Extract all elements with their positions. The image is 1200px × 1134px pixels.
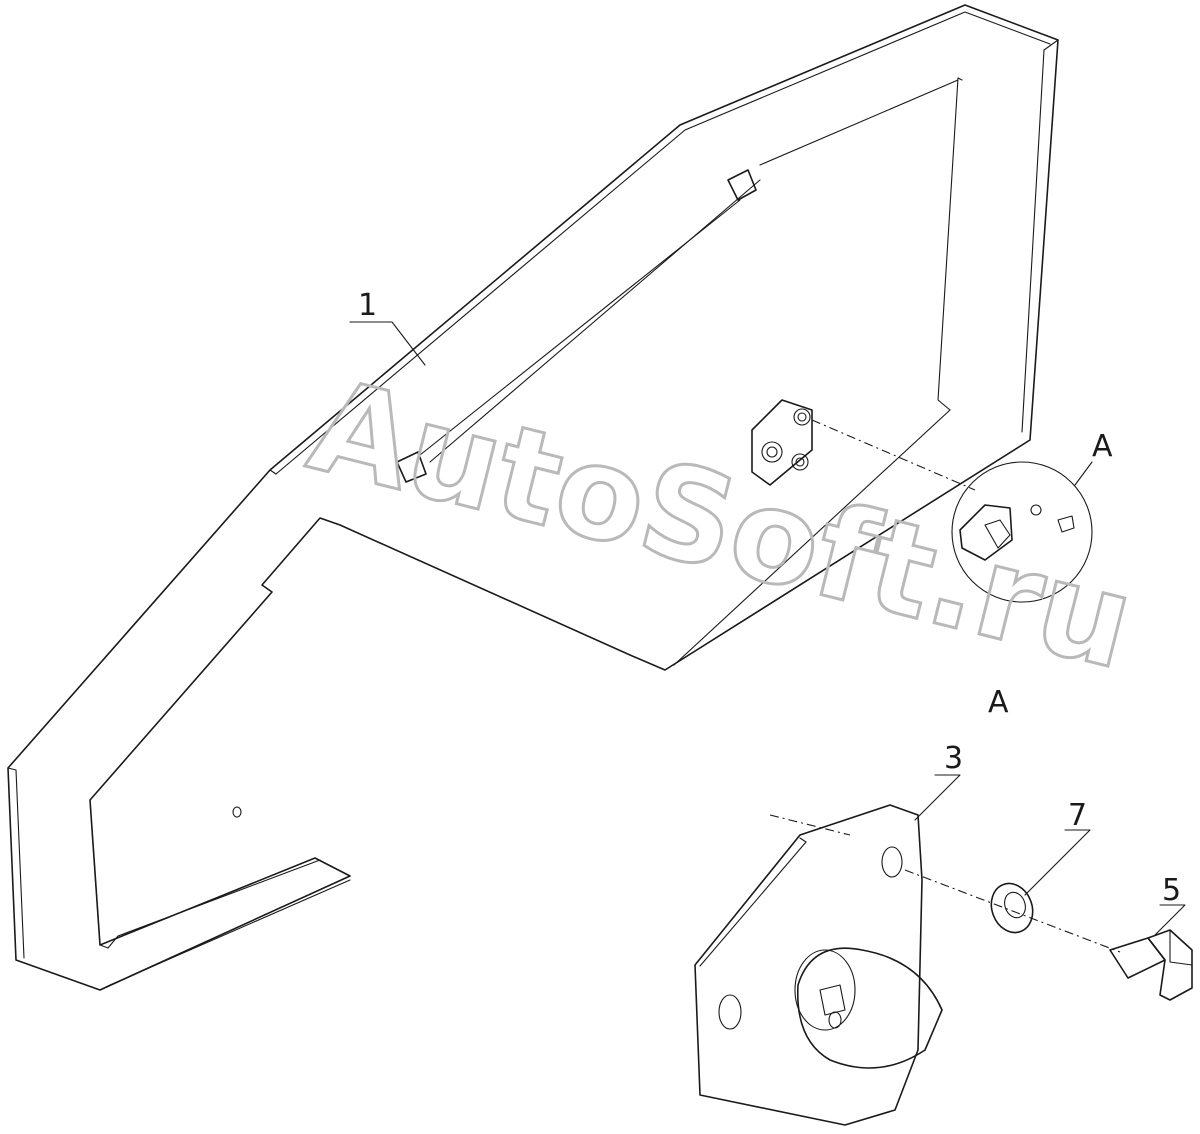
detail-a-title: A xyxy=(988,685,1009,720)
callout-leader-5 xyxy=(1154,904,1186,936)
detail-a-leader xyxy=(1074,461,1093,486)
detail-a-label: A xyxy=(1092,429,1113,464)
lock-washer xyxy=(990,882,1034,934)
socket-bracket xyxy=(694,804,943,1126)
watermark: AutoSoft.ru xyxy=(297,351,1147,699)
cover-frame xyxy=(7,4,1059,991)
leader-line-part-3 xyxy=(769,814,851,836)
axis-line-screw xyxy=(904,869,1121,953)
detail-a-circle xyxy=(951,461,1093,603)
callout-5: 5 xyxy=(1162,873,1181,908)
callout-leader-3 xyxy=(914,774,961,821)
callout-7: 7 xyxy=(1068,798,1087,833)
callout-1: 1 xyxy=(358,288,377,323)
leader-line-detail xyxy=(811,419,976,491)
hex-bolt xyxy=(1109,929,1193,1001)
callout-3: 3 xyxy=(944,741,963,776)
callout-leader-1 xyxy=(349,321,426,366)
callout-leader-7 xyxy=(1024,829,1091,896)
